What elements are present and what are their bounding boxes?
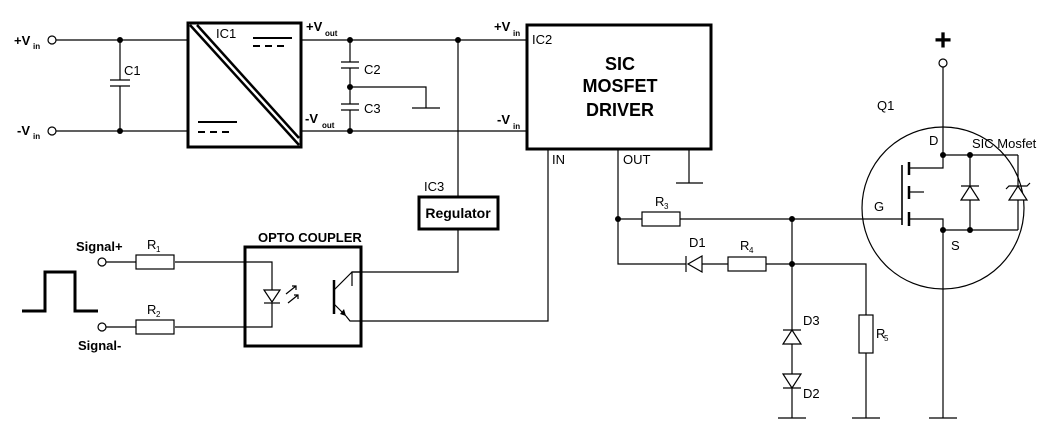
converter-diagonal [189, 24, 300, 146]
phototransistor-icon [332, 271, 353, 317]
led-icon [262, 285, 299, 305]
ic1-vout-minus-label: -V [305, 111, 318, 126]
vin-minus-pin [47, 126, 57, 136]
r3-sub: 3 [664, 202, 669, 211]
d3-label: D3 [803, 313, 820, 328]
vin-plus-sub: in [33, 42, 40, 51]
capacitor-c2: C2 [341, 40, 381, 87]
vin-plus-pin [47, 35, 57, 45]
regulator-output-wire [351, 229, 459, 286]
d2-label: D2 [803, 386, 820, 401]
capacitor-c3: C3 [341, 87, 381, 131]
ic2-pin-out-label: OUT [623, 152, 651, 167]
ic2-title-line2: MOSFET [583, 76, 658, 96]
opto-emitter-to-in-wire [345, 149, 549, 322]
ic1-dc-dc-converter: IC1 [186, 21, 303, 149]
signal-plus-label: Signal+ [76, 239, 123, 254]
output-rails [301, 39, 527, 132]
sic-mosfet-label: SIC Mosfet [972, 136, 1037, 151]
r2-wire [106, 305, 273, 328]
signal-minus-pin [97, 322, 107, 332]
drain-label: D [929, 133, 938, 148]
ic1-label: IC1 [216, 26, 236, 41]
mosfet-q1: Q1 SIC Mosfet D G S [861, 67, 1037, 419]
c3-label: C3 [364, 101, 381, 116]
gate-label: G [874, 199, 884, 214]
ic2-sic-mosfet-driver: IC2 SIC MOSFET DRIVER [525, 23, 713, 151]
ic2-vin-minus-label: -V [497, 112, 510, 127]
driver-out-wire [617, 149, 686, 265]
ic1-vout-minus-sub: out [322, 121, 335, 130]
body-diode-icon [959, 184, 981, 201]
ground-symbol-4 [852, 353, 880, 419]
ic2-vin-plus-label: +V [494, 19, 511, 34]
diode-d2: D2 [781, 373, 820, 401]
opto-coupler: OPTO COUPLER [243, 230, 363, 348]
pulse-waveform-icon [22, 270, 98, 313]
vin-plus-label: +V [14, 33, 31, 48]
d1-label: D1 [689, 235, 706, 250]
ic1-vout-plus-sub: out [325, 29, 338, 38]
ic2-title-line3: DRIVER [586, 100, 654, 120]
ic3-regulator: IC3 Regulator [417, 179, 500, 231]
resistor-r2: R 2 [135, 302, 175, 335]
ic3-label: IC3 [424, 179, 444, 194]
regulator-label: Regulator [425, 205, 491, 221]
signal-minus-label: Signal- [78, 338, 121, 353]
r1-label: R [147, 237, 156, 252]
r5-sub: 5 [884, 334, 889, 343]
q1-label: Q1 [877, 98, 894, 113]
resistor-r4: R 4 [727, 238, 767, 272]
c2-label: C2 [364, 62, 381, 77]
resistor-r5: R 5 [858, 314, 889, 354]
supply-plus-label: + [934, 24, 952, 57]
ic2-label: IC2 [532, 32, 552, 47]
ic2-vin-minus-sub: in [513, 122, 520, 131]
vin-minus-sub: in [33, 132, 40, 141]
r5-label: R [876, 326, 885, 341]
supply-plus-pin [938, 58, 948, 68]
signal-plus-pin [97, 257, 107, 267]
source-label: S [951, 238, 960, 253]
resistor-r3: R 3 [641, 194, 681, 227]
ic2-pin-in-label: IN [552, 152, 565, 167]
ground-symbol-1 [350, 86, 440, 109]
d1-r4-wire [702, 263, 867, 315]
opto-coupler-label: OPTO COUPLER [258, 230, 362, 245]
ic2-title-line1: SIC [605, 54, 635, 74]
zener-diode-icon [1005, 182, 1031, 201]
junction-dot [967, 227, 973, 233]
r2-label: R [147, 302, 156, 317]
vin-minus-terminal: -V in [17, 123, 57, 141]
diode-d1: D1 [685, 235, 706, 274]
ground-symbol-2 [676, 149, 703, 184]
r4-label: R [740, 238, 749, 253]
junction-dot [967, 152, 973, 158]
resistor-r1: R 1 [135, 237, 175, 270]
c1-label: C1 [124, 63, 141, 78]
capacitor-c1: C1 [110, 40, 141, 131]
vin-plus-terminal: +V in [14, 33, 57, 51]
ic1-vout-plus-label: +V [306, 19, 323, 34]
r3-label: R [655, 194, 664, 209]
r4-sub: 4 [749, 246, 754, 255]
ic2-vin-plus-sub: in [513, 29, 520, 38]
diode-d3: D3 [781, 313, 820, 345]
r1-wire [106, 261, 273, 286]
r1-sub: 1 [156, 245, 161, 254]
r2-sub: 2 [156, 310, 161, 319]
vin-minus-label: -V [17, 123, 30, 138]
